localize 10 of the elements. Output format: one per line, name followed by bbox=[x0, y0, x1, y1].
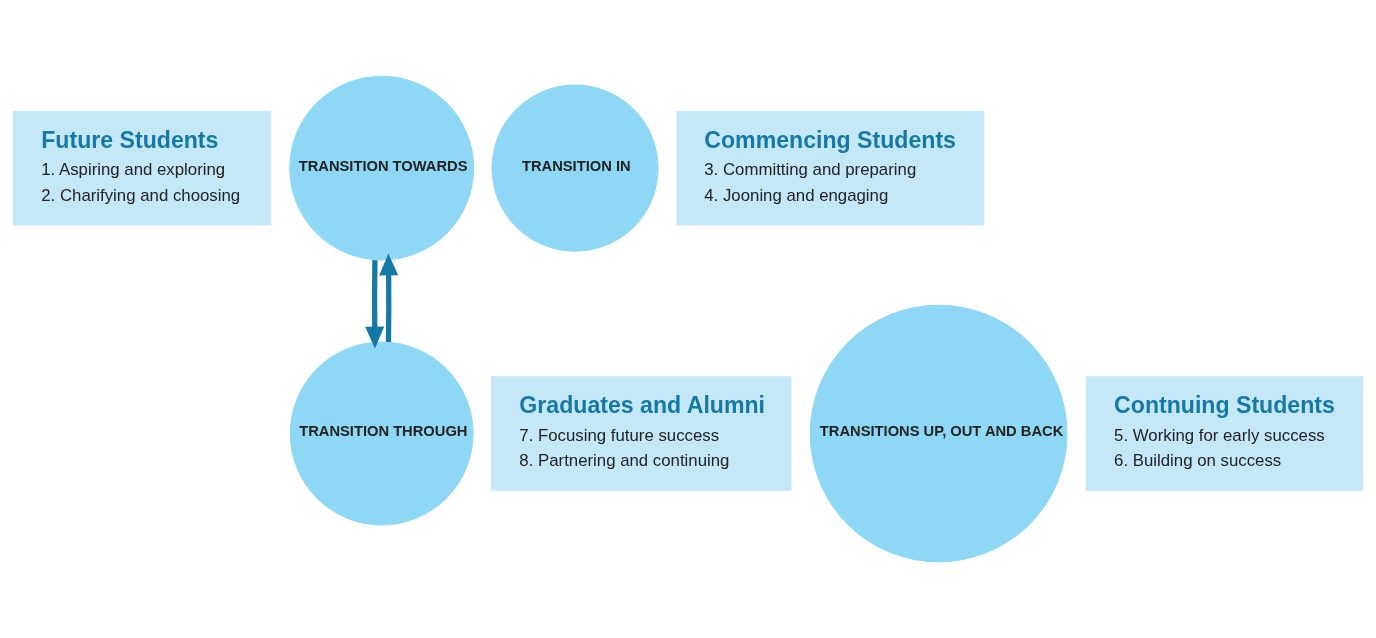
node-circle: TRANSITION TOWARDS bbox=[289, 75, 475, 261]
node-box: Contnuing Students 5. Working for early success 6. Building on success bbox=[1085, 376, 1364, 491]
arrow bbox=[365, 260, 385, 349]
node-box: Graduates and Alumni 7. Focusing future success 8. Partnering and continuing bbox=[490, 376, 792, 491]
node-box: Future Students 1. Aspiring and exploring 2. Charifying and choosing bbox=[12, 110, 272, 226]
node-circle: TRANSITION IN bbox=[491, 84, 659, 252]
arrow bbox=[379, 253, 399, 342]
node-circle: TRANSITION THROUGH bbox=[289, 341, 474, 526]
node-circle: TRANSITIONS UP, OUT AND BACK bbox=[809, 304, 1068, 563]
node-box: Commencing Students 3. Committing and preparing 4. Jooning and engaging bbox=[676, 110, 985, 226]
